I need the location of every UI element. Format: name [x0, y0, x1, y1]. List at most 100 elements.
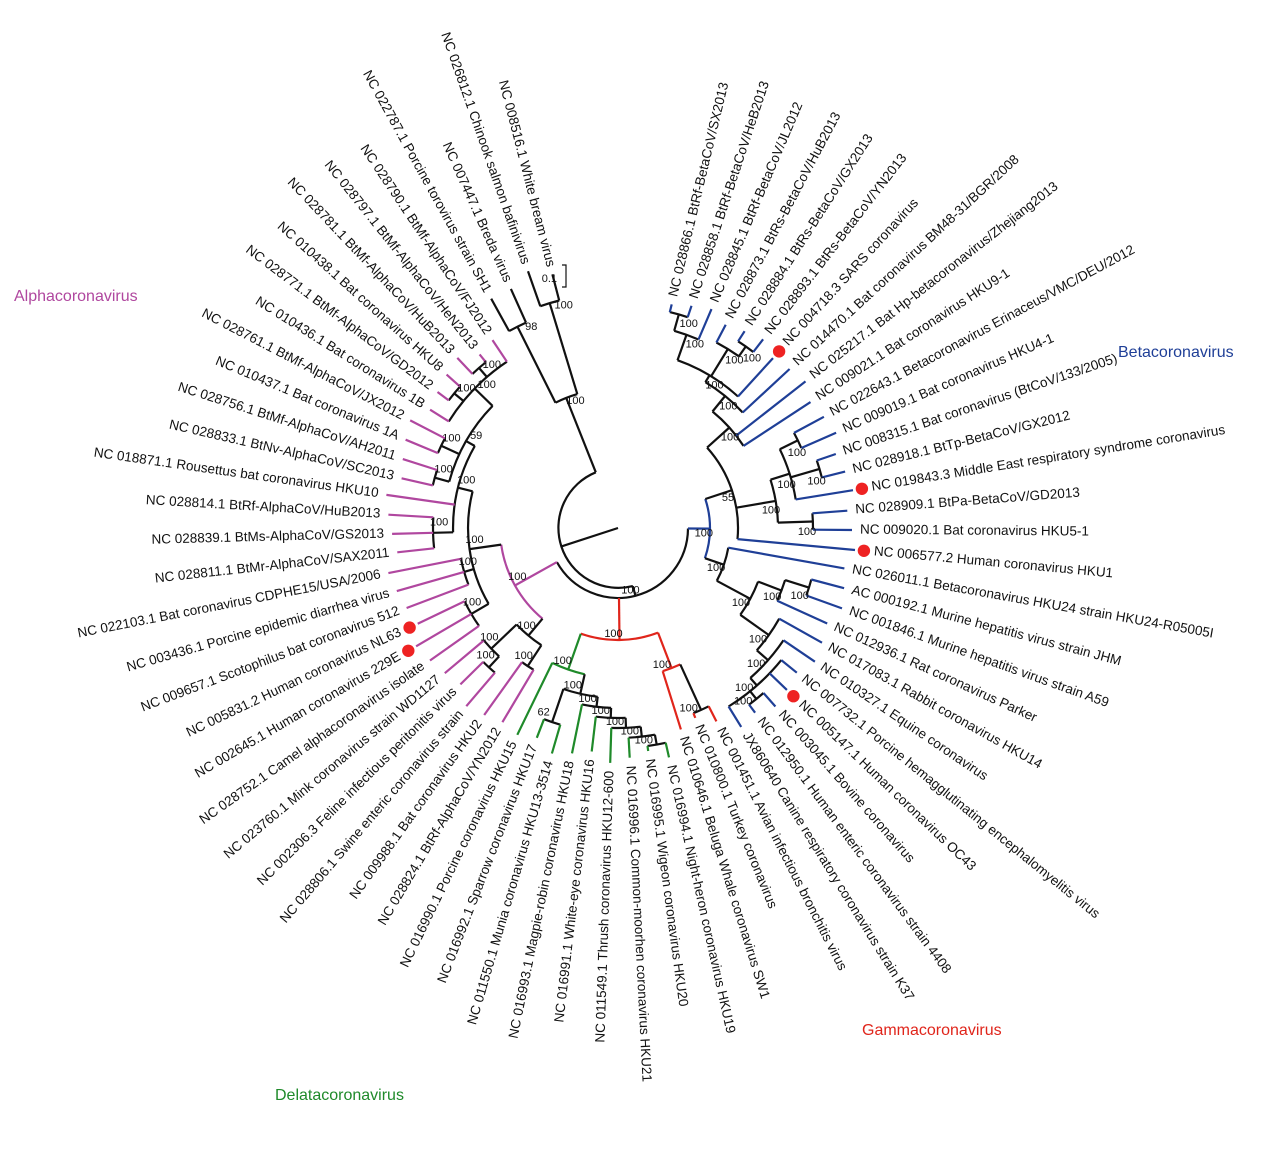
- leaf-branch: [445, 373, 461, 388]
- bootstrap-value: 100: [788, 447, 806, 459]
- radial-branch: [704, 489, 733, 501]
- arc-branch: [711, 410, 745, 447]
- leaf-branch: [417, 600, 466, 625]
- bootstrap-value: 100: [749, 634, 767, 646]
- bootstrap-value: 59: [470, 430, 482, 442]
- radial-branch: [527, 617, 544, 637]
- leaf-branch: [609, 727, 613, 763]
- leaf-branch: [386, 493, 455, 506]
- radial-branch: [653, 734, 658, 745]
- radial-branch: [548, 302, 579, 395]
- radial-branch: [749, 677, 758, 687]
- leaf-branch: [509, 288, 528, 324]
- leaf-branch: [748, 703, 756, 714]
- bootstrap-value: 100: [459, 556, 477, 568]
- arc-branch: [543, 718, 561, 726]
- radial-branch: [434, 476, 450, 483]
- bootstrap-value: 100: [465, 534, 483, 546]
- bootstrap-value: 100: [578, 693, 596, 705]
- highlight-marker: [772, 345, 786, 358]
- leaf-branch: [535, 718, 546, 739]
- bootstrap-value: 100: [457, 382, 475, 394]
- leaf-branch: [782, 639, 816, 663]
- arc-branch: [715, 547, 730, 582]
- leaf-branch: [436, 391, 450, 402]
- leaf-branch: [728, 546, 845, 570]
- radial-branch: [739, 613, 770, 636]
- leaf-branch: [396, 570, 465, 593]
- leaf-branch: [800, 431, 837, 450]
- arc-branch: [704, 381, 744, 414]
- bootstrap-value: 100: [430, 517, 448, 529]
- leaf-branch: [590, 716, 597, 752]
- radial-branch: [757, 580, 782, 592]
- arc-branch: [508, 321, 527, 333]
- bootstrap-value: 100: [621, 726, 639, 738]
- leaf-branch: [465, 671, 496, 707]
- radial-branch: [478, 367, 488, 378]
- radial-branch: [473, 387, 494, 407]
- bootstrap-value: 100: [705, 380, 723, 392]
- radial-branch: [617, 597, 621, 641]
- leaf-branch: [392, 531, 434, 535]
- bootstrap-value: 100: [564, 680, 582, 692]
- leaf-label: NC 028814.1 BtRf-AlphaCoV/HuB2013: [146, 492, 381, 521]
- bootstrap-value: 100: [555, 299, 573, 311]
- group-label-alphacoronavirus: Alphacoronavirus: [14, 288, 138, 305]
- arc-branch: [737, 340, 754, 353]
- radial-branch: [440, 444, 460, 456]
- highlight-marker: [403, 621, 416, 634]
- leaf-branch: [570, 704, 584, 754]
- bootstrap-value: 100: [554, 655, 572, 667]
- bootstrap-value: 100: [777, 479, 795, 491]
- radial-branch: [756, 649, 769, 662]
- leaf-branch: [388, 557, 462, 575]
- leaf-branch: [415, 612, 472, 648]
- leaf-label: NC 016996.1 Common-moorhen coronavirus H…: [624, 765, 655, 1082]
- radial-branch: [770, 472, 790, 481]
- bootstrap-value: 100: [508, 571, 526, 583]
- leaf-branch: [491, 339, 508, 363]
- leaf-branch: [397, 547, 435, 554]
- bootstrap-value: 100: [515, 650, 533, 662]
- radial-branch: [777, 520, 813, 524]
- highlight-marker: [857, 544, 871, 557]
- bootstrap-value: 100: [725, 354, 743, 366]
- leaf-branch: [780, 659, 798, 674]
- radial-branch: [457, 486, 473, 493]
- leaf-branch: [402, 458, 438, 472]
- radial-branch: [551, 688, 565, 723]
- radial-branch: [790, 467, 820, 479]
- radial-branch: [704, 374, 711, 383]
- radial-branch: [738, 345, 747, 357]
- arc-branch: [715, 341, 740, 358]
- bootstrap-value: 100: [695, 527, 713, 539]
- bootstrap-value: 100: [604, 628, 622, 640]
- bootstrap-value: 100: [517, 620, 535, 632]
- leaf-label: NC 011549.1 Thrush coronavirus HKU12-600: [592, 771, 616, 1043]
- leaf-branch: [795, 489, 854, 501]
- leaf-branch: [429, 408, 450, 423]
- leaf-label: NC 008516.1 White bream virus: [496, 79, 559, 269]
- bootstrap-value: 100: [680, 318, 698, 330]
- bootstrap-value: 55: [722, 492, 734, 504]
- arc-branch: [703, 498, 712, 559]
- radial-branch: [595, 696, 599, 707]
- radial-branch: [463, 568, 475, 573]
- bootstrap-value: 100: [732, 597, 750, 609]
- leaf-branch: [741, 368, 791, 414]
- bootstrap-value: 100: [476, 650, 494, 662]
- group-label-betacoronavirus: Betacoronavirus: [1118, 344, 1234, 361]
- bootstrap-value: 100: [721, 432, 739, 444]
- arc-branch: [466, 491, 490, 605]
- leaf-branch: [816, 452, 837, 462]
- radial-branch: [560, 526, 619, 548]
- bootstrap-value: 100: [635, 734, 653, 746]
- leaf-branch: [752, 338, 764, 353]
- leaf-branch: [401, 477, 434, 487]
- leaf-branch: [821, 470, 846, 479]
- bootstrap-value: 100: [686, 338, 704, 350]
- arc-branch: [728, 659, 783, 708]
